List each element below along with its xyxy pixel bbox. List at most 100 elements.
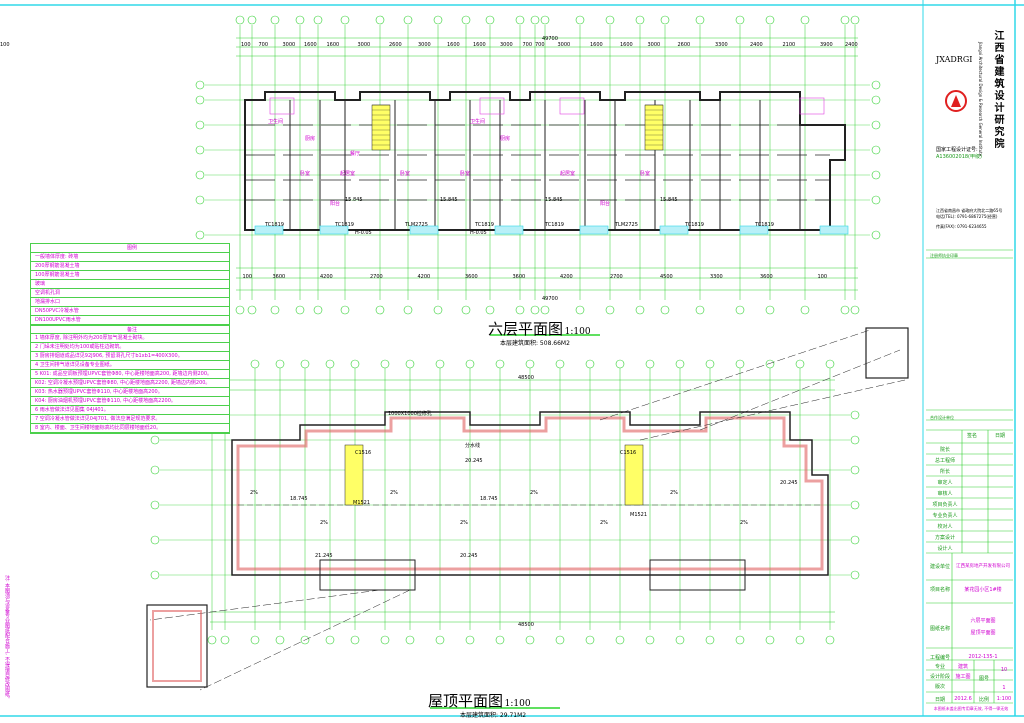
side-note: 注: 本图须与设备专业图纸配合施工, 不得擅自修改图纸。	[4, 575, 10, 702]
grid-axis-bubble	[555, 635, 565, 645]
date: 2012.6	[954, 696, 972, 702]
discipline: 建筑	[957, 664, 968, 670]
discipline-label: 专业	[934, 664, 945, 670]
slope-label: 2%	[250, 490, 258, 496]
roof-label: C1516	[355, 450, 372, 456]
job-no: 2012-135-1	[968, 654, 998, 660]
dim-label: 100	[817, 274, 828, 280]
slope-label: 2%	[390, 490, 398, 496]
fixture	[559, 97, 585, 115]
legend-item: DN50PVC冷凝水管	[31, 307, 229, 316]
roof-box	[319, 559, 416, 591]
institute-address: 江西省南昌市 省政府大院北二路65号	[936, 208, 1003, 213]
stair-roof	[344, 444, 364, 506]
sign-header-signature: 签名	[966, 433, 977, 439]
roof-elevation: 20.245	[460, 553, 478, 559]
grid-axis-bubble	[195, 145, 205, 155]
grid-axis-bubble	[540, 305, 550, 315]
window-label: TLM2725	[615, 222, 638, 228]
grid-axis-bubble	[575, 15, 585, 25]
slope-label: 2%	[530, 490, 538, 496]
grid-axis-bubble	[435, 359, 445, 369]
grid-axis-bubble	[150, 570, 160, 580]
grid-axis-bubble	[461, 305, 471, 315]
roof-total-dim-bottom: 48500	[518, 622, 534, 628]
roof-elevation: 18.745	[480, 496, 498, 502]
window	[494, 225, 524, 235]
date-label: 日期	[934, 697, 945, 703]
title-block-footer: 本图纸未盖出图专用章无效, 不得一律无效	[933, 706, 1009, 711]
role-label: 审定人	[937, 480, 953, 486]
dim-label: 3000	[282, 42, 296, 48]
grid-axis-bubble	[850, 15, 860, 25]
scale-value: 1:100	[996, 696, 1012, 702]
grid-axis-bubble	[295, 15, 305, 25]
grid-axis-bubble	[220, 635, 230, 645]
window-label: TLM2725	[405, 222, 428, 228]
institute-tel: 电话(TEL): 0791-6867275(经营)	[936, 214, 998, 219]
window-label: TC1819	[265, 222, 284, 228]
grid-axis-bubble	[207, 635, 217, 645]
role-label: 校对人	[937, 524, 953, 530]
grid-axis-bubble	[270, 15, 280, 25]
grid-axis-bubble	[871, 230, 881, 240]
grid-axis-bubble	[530, 15, 540, 25]
grid-axis-bubble	[525, 635, 535, 645]
role-label: 方案设计	[934, 535, 955, 541]
grid-axis-bubble	[433, 15, 443, 25]
grid-axis-bubble	[850, 465, 860, 475]
legend-item: 地漏排水口	[31, 298, 229, 307]
dim-label: 4200	[320, 274, 333, 280]
roof-label: M1521	[353, 500, 371, 506]
legend-note: K03: 热水器预埋UPVC套管Φ110, 中心距楼地面高200。	[31, 388, 229, 397]
grid-axis-bubble	[675, 635, 685, 645]
window	[579, 225, 609, 235]
parapet	[236, 416, 824, 571]
roof-title: 屋顶平面图 1:100	[428, 690, 531, 711]
grid-axis-bubble	[765, 15, 775, 25]
grid-axis-bubble	[575, 305, 585, 315]
dim-label: 3600	[760, 274, 773, 280]
institute-logo-icon	[945, 90, 967, 112]
role-label: 总工程师	[934, 458, 955, 464]
grid-axis-bubble	[660, 305, 670, 315]
grid-axis-bubble	[645, 359, 655, 369]
dim-label: 3600	[272, 274, 286, 280]
room-label: 起居室	[340, 171, 356, 177]
legend-note: K04: 厨房油烟机预埋UPVC套管Φ110, 中心距楼地面高2200。	[31, 397, 229, 406]
grid-axis-bubble	[765, 635, 775, 645]
leader-line	[599, 329, 871, 421]
grid-axis-bubble	[465, 635, 475, 645]
grid-axis-bubble	[530, 305, 540, 315]
roof-area: 本层建筑面积: 29.71M2	[460, 712, 527, 719]
grid-axis-bubble	[825, 635, 835, 645]
grid-axis-bubble	[515, 15, 525, 25]
room-label: 阳台	[330, 201, 341, 207]
stage: 施工图	[955, 674, 971, 680]
dim-label: 1600	[473, 42, 486, 48]
grid-axis-bubble	[403, 305, 413, 315]
inset-detail	[865, 327, 909, 379]
grid-axis-bubble	[605, 305, 615, 315]
sheet-label: 图号	[978, 676, 989, 682]
dim-label: 3000	[500, 42, 513, 48]
elevation-label: H-0.05	[355, 230, 372, 236]
dim-label: 1600	[590, 42, 603, 48]
grid-axis-bubble	[405, 359, 415, 369]
grid-axis-bubble	[795, 359, 805, 369]
fixture	[479, 97, 505, 115]
client-name: 江西某房地产开发有限公司	[956, 564, 1010, 569]
notes-header: 备注	[31, 325, 229, 334]
dim-label: 3600	[465, 274, 478, 280]
legend-item: DN100UPVC雨水管	[31, 316, 229, 325]
grid-axis-bubble	[485, 15, 495, 25]
dim-label: 3000	[647, 42, 661, 48]
legend-note: 7 空调冷凝水管做法详见04J701, 做法应满足规范要求。	[31, 415, 229, 424]
grid-axis-bubble	[850, 435, 860, 445]
fixture	[799, 97, 825, 115]
slope-label: 2%	[460, 520, 468, 526]
role-label: 专业负责人	[932, 513, 958, 519]
grid-axis-bubble	[235, 305, 245, 315]
grid-axis-bubble	[871, 80, 881, 90]
dim-label: 2400	[750, 42, 763, 48]
